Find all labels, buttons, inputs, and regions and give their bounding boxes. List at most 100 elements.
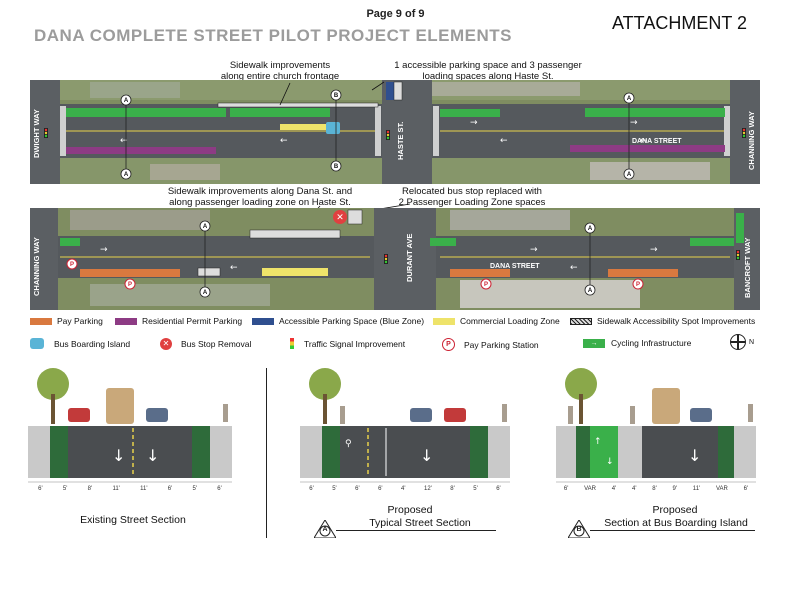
dim: 6' xyxy=(496,486,501,492)
pay-station-label: P xyxy=(636,282,640,288)
bike-lane xyxy=(736,213,744,243)
sidewalk-improvement xyxy=(217,102,379,108)
dim: 4' xyxy=(632,486,637,492)
accessible-swatch xyxy=(252,317,274,325)
bus-island-icon xyxy=(30,338,44,349)
dim: 6' xyxy=(355,486,360,492)
marker-a-label: A xyxy=(627,172,632,178)
callout-line: Sidewalk improvements along Dana St. and xyxy=(167,186,353,197)
north-label: N xyxy=(749,338,755,346)
residential-parking-zone xyxy=(66,147,216,154)
svg-text:→: → xyxy=(630,118,638,128)
page-title: DANA COMPLETE STREET PILOT PROJECT ELEME… xyxy=(34,26,513,45)
bus-icon xyxy=(106,388,134,424)
svg-text:→: → xyxy=(650,245,658,255)
car-icon xyxy=(68,408,90,422)
dim: 5' xyxy=(192,486,197,492)
pay-station-label: P xyxy=(70,262,74,268)
svg-text:←: ← xyxy=(120,136,128,146)
legend-item: Residential Permit Parking xyxy=(115,316,242,326)
pay-parking-zone xyxy=(608,269,678,277)
accessible-parking-space xyxy=(386,82,394,100)
bottom-callout-left: Sidewalk improvements along Dana St. and… xyxy=(160,186,360,208)
street-label-haste: HASTE ST. xyxy=(396,122,405,160)
dim: 12' xyxy=(424,486,432,492)
callout-line: Relocated bus stop replaced with xyxy=(402,186,542,197)
north-arrow: N xyxy=(730,334,754,350)
planting-strip xyxy=(576,426,590,478)
legend-item: Commercial Loading Zone xyxy=(433,316,560,326)
legend-item: Sidewalk Accessibility Spot Improvements xyxy=(570,316,755,326)
section-marker-b xyxy=(330,89,342,172)
callout-line: loading spaces along Haste St. xyxy=(422,71,554,82)
proposed-a-label-bottom: Typical Street Section xyxy=(369,517,471,529)
svg-text:↓: ↓ xyxy=(112,446,125,465)
legend-item: ✕ Bus Stop Removal xyxy=(160,338,251,350)
bus-stop-removal-icon: ✕ xyxy=(160,338,172,350)
marker-a-label: A xyxy=(124,172,129,178)
svg-text:←: ← xyxy=(280,136,288,146)
residential-parking-zone xyxy=(570,145,725,152)
traffic-signal-icon xyxy=(290,338,294,349)
pay-station-label: P xyxy=(128,282,132,288)
dim: 11' xyxy=(140,486,148,492)
svg-text:↓: ↓ xyxy=(688,446,701,465)
boarding-island xyxy=(618,426,642,478)
dim: 8' xyxy=(652,486,657,492)
dim: 4' xyxy=(611,486,617,492)
dim: 4' xyxy=(401,486,406,492)
bus-stop-removal xyxy=(333,210,347,224)
svg-text:←: ← xyxy=(500,136,508,146)
svg-text:✕: ✕ xyxy=(336,213,344,223)
pay-parking-zone xyxy=(450,269,510,277)
planting-strip xyxy=(50,426,68,478)
dim: 6' xyxy=(563,486,569,492)
section-a-marker: A xyxy=(313,519,337,539)
bike-lane xyxy=(60,238,80,246)
sidewalk-improvement xyxy=(249,229,341,239)
sidewalk-swatch xyxy=(570,317,592,325)
sidewalk xyxy=(300,426,322,478)
proposed-b-label-bottom: Section at Bus Boarding Island xyxy=(604,517,748,529)
section-b-marker: B xyxy=(567,519,591,539)
marker-letter: B xyxy=(576,526,582,533)
legend: Pay Parking Residential Permit Parking A… xyxy=(30,316,770,356)
svg-text:←: ← xyxy=(230,263,238,273)
proposed-a-label-top: Proposed xyxy=(387,504,433,516)
marker-b-label: B xyxy=(334,164,339,170)
svg-text:↓: ↓ xyxy=(146,446,159,465)
pay-parking-zone xyxy=(80,269,180,277)
label-underline xyxy=(590,530,755,531)
legend-label: Pay Parking Station xyxy=(464,339,539,350)
commercial-loading-zone xyxy=(280,124,330,130)
car-icon xyxy=(444,408,466,422)
bus-boarding-island xyxy=(326,122,340,134)
planting-strip xyxy=(470,426,488,478)
marker-a-label: A xyxy=(203,224,208,230)
marker-a-label: A xyxy=(588,226,593,232)
bike-lane xyxy=(590,426,618,478)
marker-a-label: A xyxy=(588,288,593,294)
dim: 6' xyxy=(378,486,383,492)
dim: VAR xyxy=(715,486,728,492)
existing-section-graphic: ↓ ↓ xyxy=(28,368,232,483)
commercial-loading-zone xyxy=(262,268,328,276)
label-underline xyxy=(336,530,496,531)
proposed-a-section-graphic: ⚲ ↓ xyxy=(300,368,510,483)
street-label-bancroft: BANCROFT WAY xyxy=(743,237,752,298)
cycling-icon: → xyxy=(583,338,605,348)
street-label-durant: DURANT AVE xyxy=(405,234,414,282)
page-number: Page 9 of 9 xyxy=(366,8,425,20)
residential-swatch xyxy=(115,317,137,325)
proposed-b-label-top: Proposed xyxy=(652,504,698,516)
legend-label: Residential Permit Parking xyxy=(142,316,243,326)
marker-a-label: A xyxy=(124,98,129,104)
bus-icon xyxy=(652,388,680,424)
top-aerial-map: ←←←← →→ A A A A B B DWIGHT WAY HASTE ST.… xyxy=(30,80,760,184)
dim: VAR xyxy=(584,486,597,492)
legend-label: Bus Stop Removal xyxy=(181,339,252,349)
pay-station-label: P xyxy=(484,282,488,288)
legend-label: Accessible Parking Space (Blue Zone) xyxy=(279,316,425,326)
dim: 11' xyxy=(692,486,701,492)
